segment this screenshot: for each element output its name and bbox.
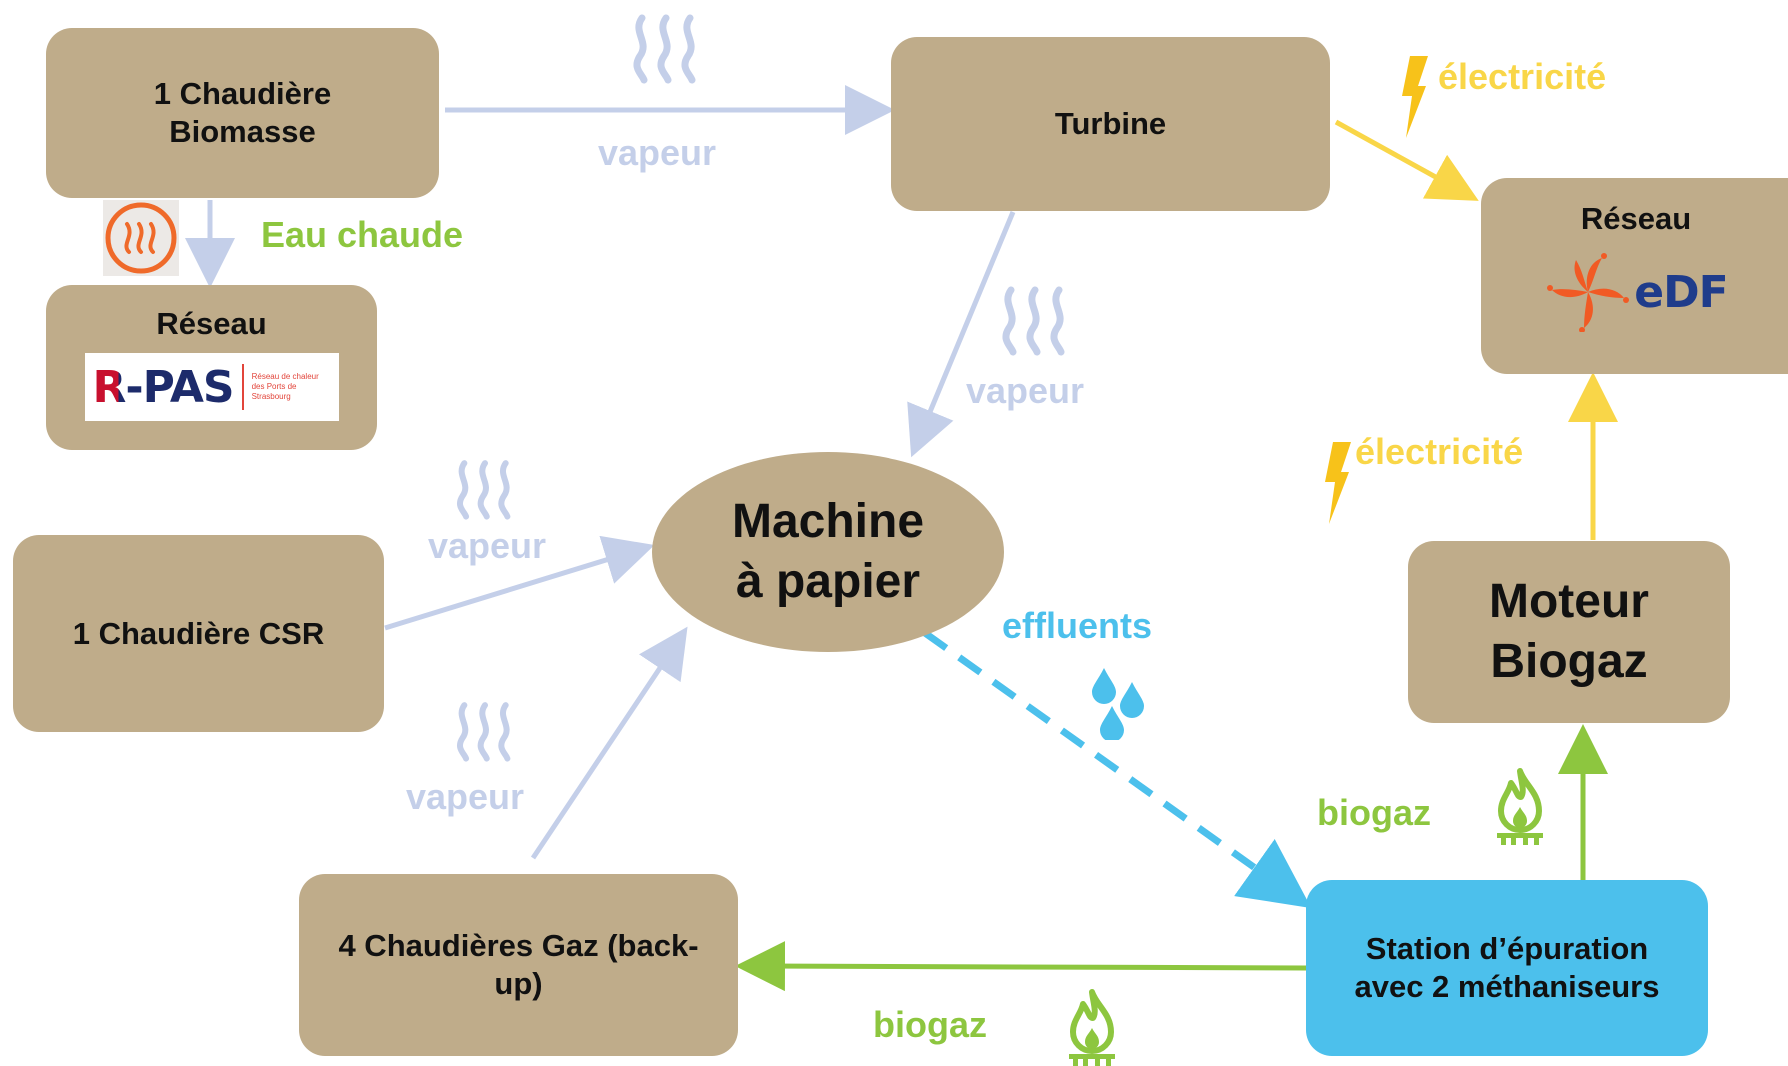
arrow-station-gaz [735, 941, 1307, 992]
lightning-icon [1402, 56, 1428, 138]
arrow-gaz-machine [530, 626, 688, 860]
steam-icon [456, 702, 511, 762]
steam-icon [1002, 286, 1065, 356]
node-machine-papier: Machine à papier [652, 452, 1004, 652]
rpas-logo-text: R-PAS [92, 361, 235, 413]
node-label: 1 Chaudière CSR [72, 615, 325, 651]
water-drops-icon [1092, 668, 1144, 740]
node-label: Station d’épuration avec 2 méthaniseurs [1354, 931, 1660, 1004]
node-title: Réseau [1580, 201, 1692, 236]
node-chaudiere-biomasse: 1 Chaudière Biomasse [46, 28, 439, 198]
node-label: Moteur Biogaz [1489, 575, 1649, 688]
label-electricite-2: électricité [1355, 431, 1524, 472]
gas-flame-icon [1497, 768, 1543, 845]
steam-icon [633, 14, 696, 84]
arrow-machine-station [922, 630, 1312, 909]
node-label: Turbine [1054, 106, 1167, 141]
node-title: Réseau [156, 306, 267, 341]
node-moteur-biogaz: Moteur Biogaz [1408, 541, 1730, 723]
arrow-csr-machine [384, 535, 655, 631]
edf-logo-text: eDF [1634, 266, 1728, 318]
node-label: Machine à papier [731, 495, 925, 608]
lightning-icon [1325, 442, 1351, 524]
node-reseau-edf: Réseau eDF [1481, 178, 1788, 374]
label-eau-chaude: Eau chaude [261, 214, 464, 255]
label-vapeur-turbine: vapeur [966, 370, 1085, 411]
steam-icon [456, 460, 511, 520]
label-vapeur-top: vapeur [598, 132, 717, 173]
node-reseau-rpas: Réseau R-PAS Réseau de chaleur des Ports… [46, 285, 377, 450]
node-label: 1 Chaudière Biomasse [153, 76, 332, 149]
arrow-turbine-edf [1334, 119, 1479, 201]
label-effluents: effluents [1002, 605, 1153, 646]
label-vapeur-csr: vapeur [428, 525, 547, 566]
hot-water-icon [103, 200, 179, 276]
edf-logo: eDF [1544, 252, 1729, 332]
rpas-divider [241, 364, 244, 410]
label-biogaz-right: biogaz [1317, 792, 1431, 833]
rpas-logo: R-PAS Réseau de chaleur des Ports de Str… [84, 353, 339, 421]
label-vapeur-gaz: vapeur [406, 776, 525, 817]
arrow-turbine-machine [907, 211, 1016, 458]
gas-flame-icon [1069, 989, 1115, 1066]
node-label: 4 Chaudières Gaz (back- up) [338, 928, 699, 1001]
rpas-logo-subtitle: Réseau de chaleur des Ports de Strasbour… [251, 372, 319, 401]
node-chaudieres-gaz: 4 Chaudières Gaz (back- up) [299, 874, 738, 1056]
label-biogaz-bottom: biogaz [873, 1004, 987, 1045]
label-electricite-1: électricité [1438, 56, 1607, 97]
node-chaudiere-csr: 1 Chaudière CSR [13, 535, 384, 732]
node-turbine: Turbine [891, 37, 1330, 211]
edf-flower-icon [1547, 253, 1630, 332]
node-station-epuration: Station d’épuration avec 2 méthaniseurs [1306, 880, 1708, 1056]
